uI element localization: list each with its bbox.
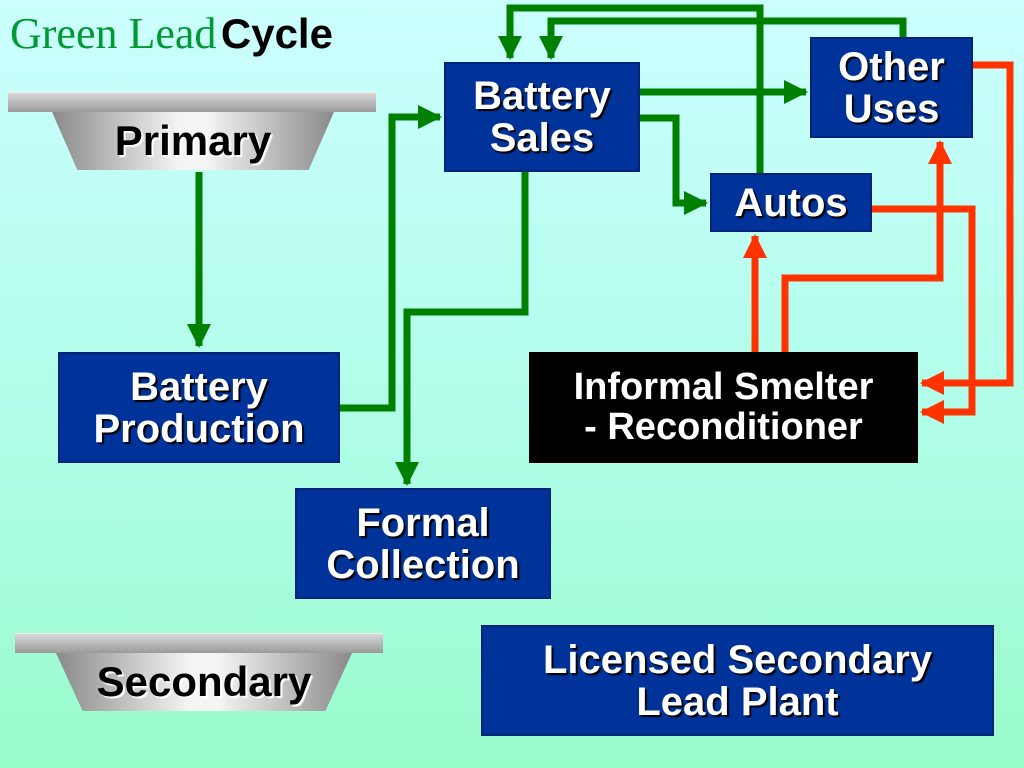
title-green-lead: Green Lead: [10, 9, 217, 58]
licensed-plant-line1: Licensed Secondary: [542, 637, 933, 682]
node-battery-sales: Battery Sales: [444, 62, 640, 172]
primary-label: Primary: [114, 117, 272, 164]
battery-sales-line2: Sales: [489, 116, 595, 160]
arrow-sales-to-formal-collection: [395, 172, 529, 486]
arrow-other-uses-to-smelter: [920, 61, 1014, 395]
secondary-hopper-bar: [15, 633, 383, 653]
node-autos: Autos: [710, 173, 872, 232]
arrow-sales-to-autos: [640, 114, 708, 215]
battery-production-line1: Battery: [130, 364, 268, 409]
battery-production-line2: Production: [93, 406, 305, 451]
arrow-production-to-sales: [340, 105, 442, 412]
arrow-autos-to-smelter: [872, 205, 976, 424]
slide-title: Green Lead Cycle: [10, 8, 333, 59]
secondary-label: Secondary: [96, 658, 312, 705]
formal-collection-line1: Formal: [356, 500, 490, 545]
primary-hopper-bar: [8, 92, 376, 112]
formal-collection-line2: Collection: [326, 542, 520, 587]
node-licensed-secondary-lead-plant: Licensed Secondary Lead Plant: [481, 625, 994, 736]
informal-smelter-line1: Informal Smelter: [573, 365, 874, 408]
informal-smelter-line2: - Reconditioner: [584, 405, 863, 448]
other-uses-line2: Uses: [843, 86, 940, 131]
node-informal-smelter: Informal Smelter - Reconditioner: [529, 352, 918, 463]
primary-hopper: Primary: [52, 112, 334, 170]
node-other-uses: Other Uses: [810, 37, 973, 138]
battery-sales-line1: Battery: [473, 74, 611, 118]
node-battery-production: Battery Production: [58, 352, 340, 463]
arrow-autos-to-sales: [498, 4, 764, 173]
secondary-hopper: Secondary: [56, 653, 352, 711]
other-uses-line1: Other: [838, 44, 945, 89]
autos-label: Autos: [734, 180, 848, 225]
licensed-plant-line2: Lead Plant: [636, 679, 839, 724]
arrow-other-uses-to-sales: [539, 17, 907, 60]
node-formal-collection: Formal Collection: [295, 488, 551, 599]
title-cycle: Cycle: [220, 10, 333, 57]
